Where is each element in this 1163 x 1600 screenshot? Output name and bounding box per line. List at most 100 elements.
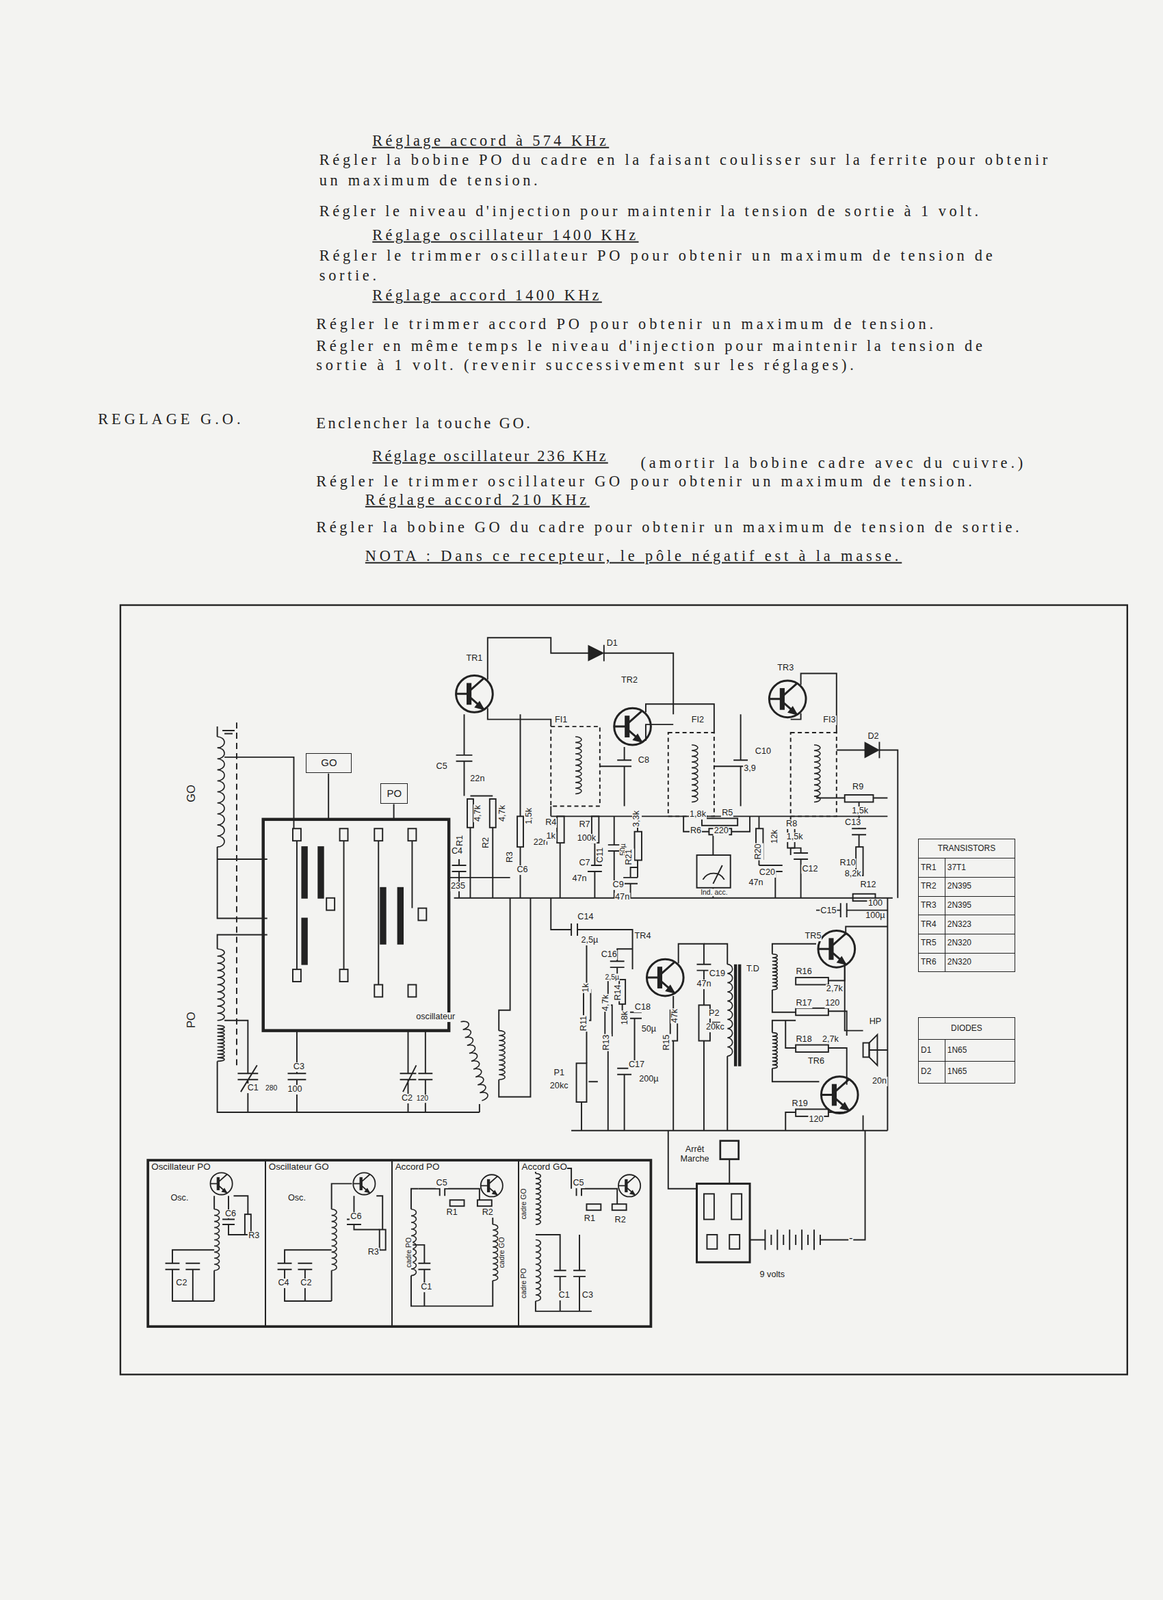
component-label: cadre PO: [520, 1267, 529, 1300]
table-cell: 2N320: [944, 952, 1015, 973]
component-label: 47k: [670, 1008, 681, 1024]
schematic-wiring: [731, 1193, 742, 1220]
component-label: R12: [859, 880, 877, 891]
component-label: C5: [435, 1178, 449, 1189]
component-label: 200µ: [638, 1074, 659, 1085]
table-cell: 2N395: [944, 896, 1015, 916]
schematic-wiring: [865, 742, 879, 758]
component-label: R5: [721, 808, 734, 819]
component-label: 2,7k: [821, 1035, 840, 1045]
component-label: -: [848, 1231, 854, 1244]
table-cell: 1N65: [944, 1061, 1015, 1083]
schematic-wiring: [374, 828, 383, 841]
schematic-wiring: [340, 969, 349, 982]
schematic-wiring: [379, 1230, 386, 1251]
component-label: C6: [224, 1209, 237, 1220]
schematic-wiring: [550, 898, 633, 970]
component-label: 50µ: [641, 1024, 657, 1035]
schematic-wiring: [450, 1199, 465, 1207]
component-label: 235: [450, 881, 466, 892]
component-label: R1: [583, 1214, 596, 1224]
component-label: 1,5k: [524, 807, 535, 826]
component-label: R9: [851, 782, 865, 793]
schematic-wiring: [728, 1159, 730, 1185]
component-label: 1,5k: [851, 806, 869, 817]
component-label: 120: [807, 1115, 824, 1125]
instruction-text: Régler la bobine GO du cadre pour obteni…: [316, 519, 1023, 537]
component-label: R10: [839, 858, 857, 869]
instruction-text: Régler le trimmer accord PO pour obtenir…: [316, 316, 937, 334]
instruction-text: sortie.: [319, 266, 380, 284]
component-label: C19: [708, 969, 726, 979]
component-label: C3: [581, 1290, 594, 1301]
table-cell: 37T1: [944, 857, 1015, 878]
component-label: TR6: [807, 1056, 826, 1067]
schematic-wiring: [735, 964, 740, 1067]
component-label: 1k: [545, 831, 557, 842]
parts-table: TRANSISTORSTR137T1TR22N395TR32N395TR42N3…: [918, 838, 1016, 973]
component-label: TR2: [620, 675, 639, 686]
instruction-text: Réglage oscillateur 1400 KHz: [372, 227, 639, 245]
component-label: FI3: [822, 715, 836, 726]
component-label: 47n: [571, 874, 587, 884]
schematic-wiring: [479, 898, 531, 1113]
component-label: R18: [794, 1035, 813, 1045]
parts-table: DIODESD11N65D21N65: [918, 1017, 1016, 1084]
component-label: cadre GO: [520, 1187, 529, 1220]
schematic-wiring: [487, 637, 674, 715]
component-label: 4,7k: [498, 804, 508, 823]
schematic-wiring: [560, 842, 596, 899]
band-button: PO: [380, 783, 408, 804]
component-label: C3: [292, 1062, 306, 1073]
schematic-wiring: [411, 1188, 493, 1307]
component-label: 120: [415, 1094, 429, 1103]
instruction-text: Régler le trimmer oscillateur PO pour ob…: [319, 247, 997, 265]
instruction-text: Réglage accord 210 KHz: [365, 491, 590, 509]
instruction-text: Enclencher la touche GO.: [316, 415, 533, 433]
instruction-text: Réglage accord à 574 KHz: [372, 132, 609, 150]
schematic-wiring: [772, 1033, 778, 1069]
schematic-wiring: [844, 898, 888, 1131]
component-label: 100: [867, 898, 884, 909]
component-label: R14: [613, 983, 624, 1001]
schematic-wiring: [374, 984, 383, 997]
schematic-wiring: [498, 1030, 505, 1081]
schematic-wiring: [326, 898, 335, 911]
schematic-wiring: [417, 1181, 479, 1200]
component-label: 280: [264, 1084, 278, 1092]
schematic-wiring: [407, 828, 416, 841]
schematic-wiring: [790, 673, 837, 734]
schematic-wiring: [165, 1249, 215, 1302]
schematic-wiring: [217, 726, 235, 737]
component-label: C8: [637, 755, 650, 766]
instruction-text: Réglage oscillateur 236 KHz: [372, 447, 608, 465]
table-header: TRANSISTORS: [918, 839, 1015, 859]
schematic-wiring: [376, 1195, 383, 1230]
schematic-wiring: [749, 1130, 866, 1251]
component-label: C5: [571, 1178, 585, 1189]
inset-panel: Oscillateur GO: [265, 1160, 392, 1327]
table-cell: TR2: [918, 877, 945, 897]
component-label: FI1: [554, 715, 568, 726]
component-label: 100: [286, 1085, 303, 1095]
component-label: C14: [576, 912, 594, 923]
schematic-wiring: [398, 887, 403, 945]
schematic-wiring: [612, 1204, 627, 1211]
table-header: DIODES: [918, 1017, 1015, 1040]
schematic-wiring: [550, 726, 600, 806]
schematic-wiring: [795, 977, 829, 985]
schematic-wiring: [863, 1043, 870, 1058]
schematic-wiring: [869, 1035, 878, 1066]
component-label: R4: [544, 818, 557, 828]
component-label: R3: [367, 1247, 380, 1258]
instruction-text: NOTA : Dans ce recepteur, le pôle négati…: [365, 547, 902, 565]
table-cell: 2N395: [944, 877, 1015, 897]
schematic-wiring: [318, 846, 323, 899]
component-label: C16: [600, 950, 618, 960]
schematic-wiring: [492, 1224, 498, 1281]
component-label: C15: [819, 906, 837, 917]
component-label: oscillateur: [415, 1012, 456, 1023]
instruction-text: REGLAGE G.O.: [97, 411, 244, 429]
component-label: R2: [481, 836, 492, 849]
component-label: 4,7k: [473, 804, 483, 823]
